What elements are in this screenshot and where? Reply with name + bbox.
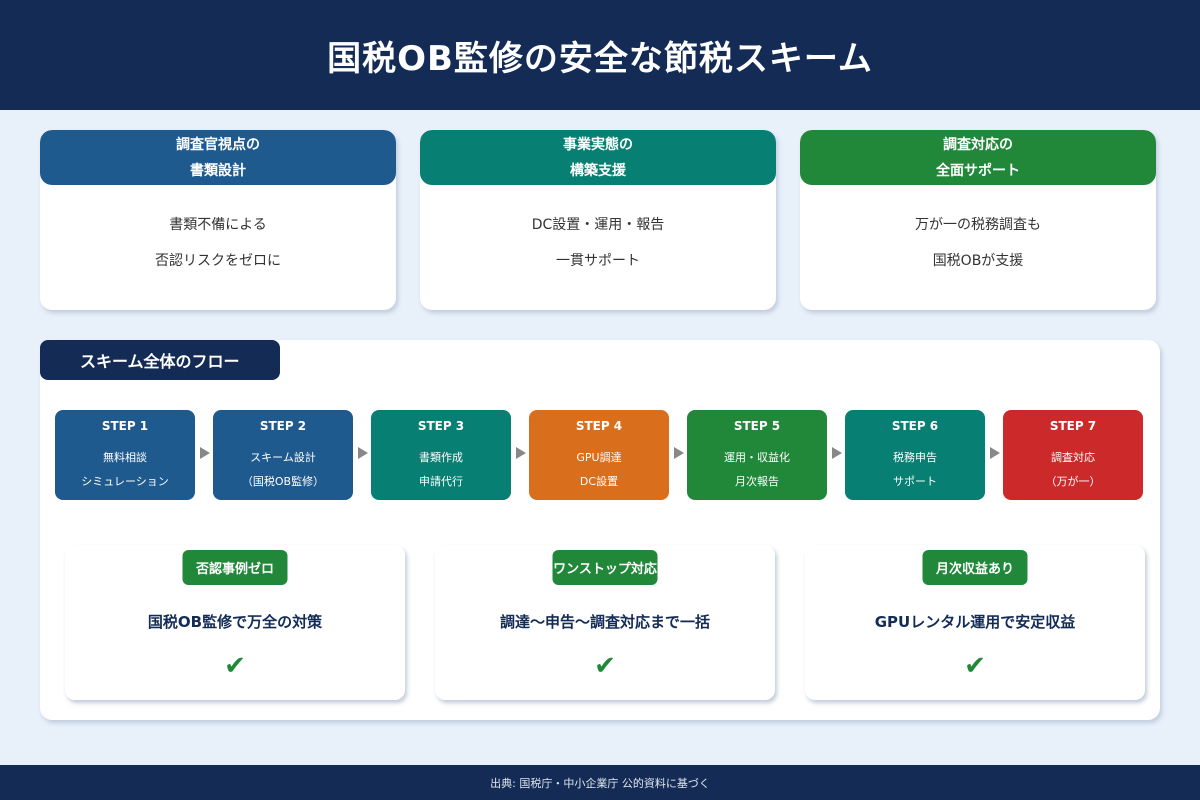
step-line2: シミュレーション bbox=[81, 475, 169, 488]
card-body-line1: 書類不備による bbox=[169, 217, 267, 233]
benefit-badge: 否認事例ゼロ bbox=[182, 550, 288, 585]
arrow-right-icon bbox=[832, 447, 842, 459]
check-icon: ✔ bbox=[224, 651, 246, 681]
step-label: STEP 5 bbox=[733, 419, 781, 433]
step-line1: 無料相談 bbox=[103, 451, 147, 464]
arrow-right-icon bbox=[358, 447, 368, 459]
page-header: 国税OB監修の安全な節税スキーム bbox=[0, 0, 1200, 110]
benefit-card-zero-denial: 否認事例ゼロ 国税OB監修で万全の対策 ✔ bbox=[65, 545, 405, 700]
feature-card-document-design: 調査官視点の 書類設計 書類不備による 否認リスクをゼロに bbox=[40, 130, 396, 310]
benefit-card-one-stop: ワンストップ対応 調達〜申告〜調査対応まで一括 ✔ bbox=[435, 545, 775, 700]
step-line2: DC設置 bbox=[579, 475, 619, 488]
card-title-line2: 全面サポート bbox=[936, 162, 1020, 179]
benefit-badge: 月次収益あり bbox=[922, 550, 1028, 585]
step-label: STEP 7 bbox=[1049, 419, 1097, 433]
card-body: 書類不備による 否認リスクをゼロに bbox=[40, 185, 396, 279]
step-line1: 書類作成 bbox=[419, 451, 463, 464]
arrow-right-icon bbox=[200, 447, 210, 459]
step-line2: （国税OB監修） bbox=[241, 475, 325, 488]
card-body: 万が一の税務調査も 国税OBが支援 bbox=[800, 185, 1156, 279]
card-body-line2: 否認リスクをゼロに bbox=[155, 253, 281, 269]
flow-step-5: STEP 5 運用・収益化 月次報告 bbox=[687, 410, 827, 500]
step-line1: 税務申告 bbox=[893, 451, 937, 464]
step-line1: 運用・収益化 bbox=[724, 451, 790, 464]
check-icon: ✔ bbox=[594, 651, 616, 681]
page-title: 国税OB監修の安全な節税スキーム bbox=[327, 38, 873, 79]
source-note: 出典: 国税庁・中小企業庁 公的資料に基づく bbox=[490, 776, 710, 790]
flow-title: スキーム全体のフロー bbox=[40, 340, 280, 380]
card-header: 調査対応の 全面サポート bbox=[800, 130, 1156, 185]
flow-step-1: STEP 1 無料相談 シミュレーション bbox=[55, 410, 195, 500]
feature-card-business-support: 事業実態の 構築支援 DC設置・運用・報告 一貫サポート bbox=[420, 130, 776, 310]
card-title-line1: 事業実態の bbox=[563, 136, 633, 153]
step-line2: サポート bbox=[893, 475, 937, 488]
arrow-right-icon bbox=[990, 447, 1000, 459]
card-body-line1: DC設置・運用・報告 bbox=[531, 217, 665, 233]
step-label: STEP 1 bbox=[101, 419, 149, 433]
benefit-text: 国税OB監修で万全の対策 bbox=[147, 613, 323, 631]
card-title-line2: 書類設計 bbox=[190, 162, 246, 179]
arrow-right-icon bbox=[516, 447, 526, 459]
flow-step-7: STEP 7 調査対応 （万が一） bbox=[1003, 410, 1143, 500]
card-header: 調査官視点の 書類設計 bbox=[40, 130, 396, 185]
card-title-line1: 調査対応の bbox=[943, 136, 1013, 153]
card-body-line1: 万が一の税務調査も bbox=[915, 217, 1041, 233]
page-footer: 出典: 国税庁・中小企業庁 公的資料に基づく bbox=[0, 765, 1200, 800]
card-title-line2: 構築支援 bbox=[570, 162, 626, 179]
flow-step-6: STEP 6 税務申告 サポート bbox=[845, 410, 985, 500]
card-header: 事業実態の 構築支援 bbox=[420, 130, 776, 185]
arrow-right-icon bbox=[674, 447, 684, 459]
flow-step-3: STEP 3 書類作成 申請代行 bbox=[371, 410, 511, 500]
card-body-line2: 国税OBが支援 bbox=[932, 253, 1024, 269]
step-line2: 申請代行 bbox=[419, 475, 463, 488]
step-line1: GPU調達 bbox=[576, 451, 622, 464]
benefit-text: 調達〜申告〜調査対応まで一括 bbox=[499, 613, 710, 631]
step-label: STEP 2 bbox=[259, 419, 307, 433]
check-icon: ✔ bbox=[964, 651, 986, 681]
benefit-card-monthly-revenue: 月次収益あり GPUレンタル運用で安定収益 ✔ bbox=[805, 545, 1145, 700]
step-line2: 月次報告 bbox=[735, 475, 779, 488]
card-body-line2: 一貫サポート bbox=[556, 253, 640, 269]
flow-step-2: STEP 2 スキーム設計 （国税OB監修） bbox=[213, 410, 353, 500]
step-line2: （万が一） bbox=[1045, 475, 1101, 488]
card-body: DC設置・運用・報告 一貫サポート bbox=[420, 185, 776, 279]
step-label: STEP 3 bbox=[417, 419, 465, 433]
step-line1: 調査対応 bbox=[1051, 451, 1095, 464]
step-line1: スキーム設計 bbox=[250, 451, 316, 464]
card-title-line1: 調査官視点の bbox=[176, 136, 260, 153]
feature-card-audit-support: 調査対応の 全面サポート 万が一の税務調査も 国税OBが支援 bbox=[800, 130, 1156, 310]
step-label: STEP 4 bbox=[575, 419, 623, 433]
flow-step-4: STEP 4 GPU調達 DC設置 bbox=[529, 410, 669, 500]
benefit-badge: ワンストップ対応 bbox=[552, 550, 658, 585]
benefit-text: GPUレンタル運用で安定収益 bbox=[874, 613, 1076, 631]
step-label: STEP 6 bbox=[891, 419, 939, 433]
